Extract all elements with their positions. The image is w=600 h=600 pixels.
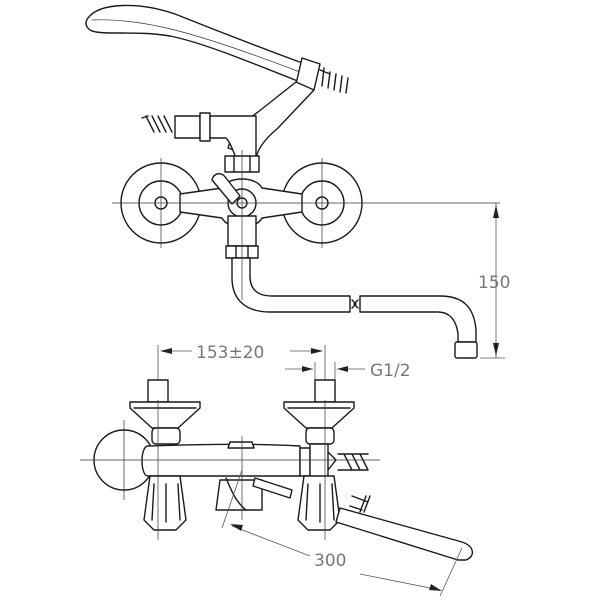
right-inlet — [314, 379, 336, 403]
dimension-label-153: 153±20 — [196, 343, 264, 363]
left-handle — [143, 475, 187, 531]
top-view: 150 — [85, 4, 510, 359]
right-handle — [297, 475, 341, 531]
front-spout — [252, 477, 293, 499]
dimension-spout-length: 300 — [221, 469, 463, 597]
right-cone-flange — [283, 401, 355, 429]
diverter-knob — [215, 479, 263, 511]
diverter-outlet — [141, 112, 257, 159]
aerator — [454, 341, 478, 359]
dimension-label-150: 150 — [478, 273, 510, 293]
dimension-thread: G1/2 — [285, 361, 411, 385]
dimension-label-thread: G1/2 — [370, 361, 411, 381]
dimension-label-300: 300 — [314, 551, 346, 571]
left-cone-flange — [129, 401, 201, 429]
spout — [231, 257, 351, 313]
diverter-lever — [211, 173, 241, 205]
dimension-spout-height: 150 — [478, 203, 510, 359]
front-view: 153±20 G1/2 — [80, 343, 473, 597]
left-inlet — [147, 379, 169, 403]
